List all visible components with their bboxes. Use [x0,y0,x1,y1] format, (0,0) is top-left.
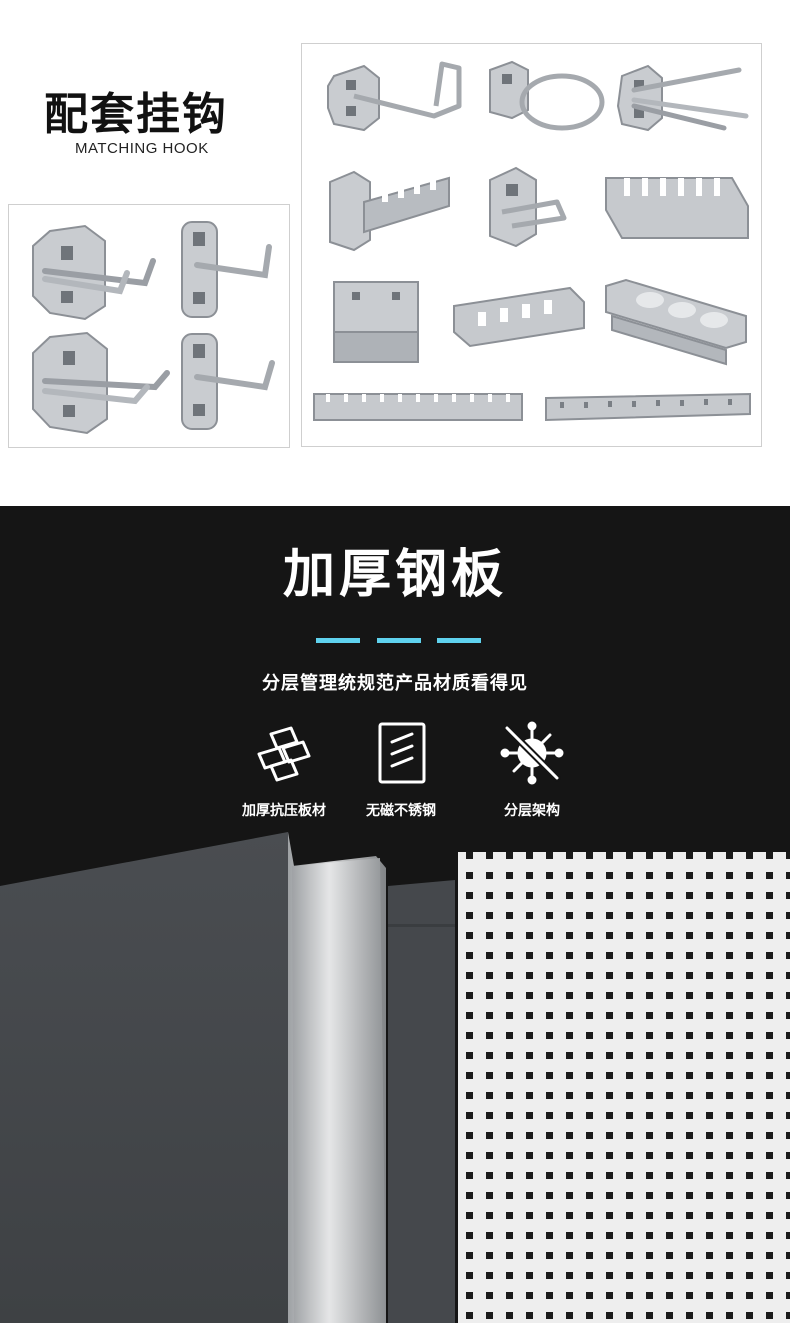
section-title: 配套挂钩 [44,89,228,140]
cup-holder-image [602,276,750,370]
panel-icon [368,720,434,786]
bracket-hook-image [482,162,572,252]
comb-rail-right-image [544,384,752,428]
single-hook-image [177,217,282,322]
section-subheading: 分层管理统规范产品材质看得见 [262,673,528,694]
section-heading: 加厚钢板 [282,545,507,605]
accent-divider [316,638,481,643]
long-double-hook-image [614,56,754,136]
section-subtitle: MATCHING HOOK [75,140,209,157]
flat-holder-image [330,278,422,366]
ring-hook-image [482,56,607,136]
comb-rail-left-image [312,384,524,428]
hook-gallery-left [8,204,290,448]
no-virus-icon [499,720,565,786]
angled-hook-image [177,329,282,434]
feature-label: 加厚抗压板材 [242,803,326,819]
matching-hook-section: 配套挂钩 MATCHING HOOK [0,0,790,506]
accent-dash [437,638,481,643]
accent-dash [377,638,421,643]
feature-layered: 分层架构 [462,720,602,820]
feature-label: 无磁不锈钢 [366,803,436,819]
hook-gallery-right [301,43,762,447]
tool-tray-image [602,166,752,246]
feature-nonmagnetic: 无磁不锈钢 [331,720,471,820]
loop-hook-image [25,329,175,437]
channel-holder-image [450,284,588,350]
feature-label: 分层架构 [504,803,560,819]
u-hook-image [324,56,464,136]
steel-panels-image [0,506,790,1323]
accent-dash [316,638,360,643]
gold-bars-icon [251,720,317,786]
thick-steel-section: 加厚钢板 分层管理统规范产品材质看得见 加厚抗压板材 [0,506,790,1323]
feature-thick-plate: 加厚抗压板材 [214,720,354,820]
double-hook-image [25,221,165,321]
slot-holder-image [324,162,454,254]
